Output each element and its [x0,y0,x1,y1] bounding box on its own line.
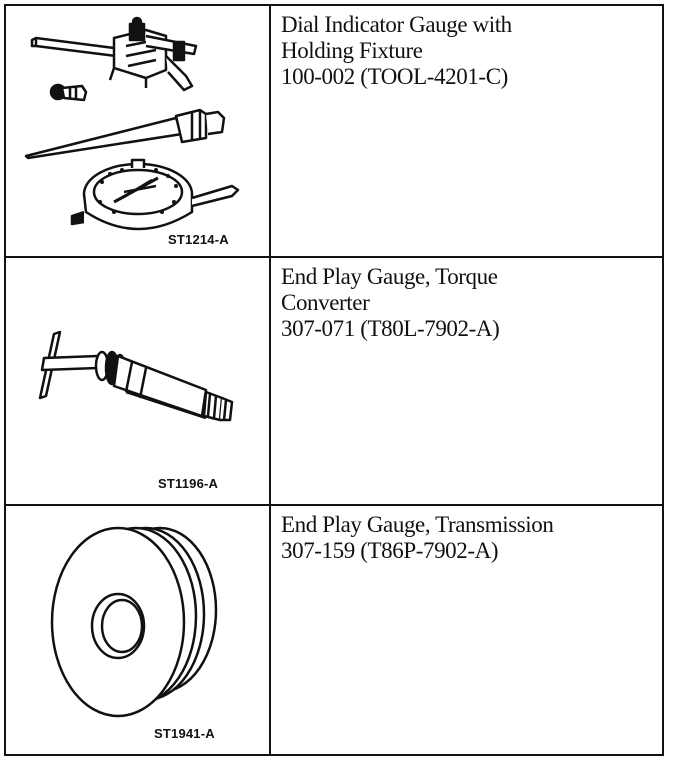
tool-name-line: Dial Indicator Gauge with [281,12,512,37]
tool-image: ST1941-A [6,506,269,754]
tool-code: ST1941-A [154,726,215,741]
tool-image-cell: ST1214-A [4,4,271,258]
tool-name-line: End Play Gauge, Transmission [281,512,554,537]
transmission-gauge-icon [50,526,218,718]
tool-row: ST1941-A End Play Gauge, Transmission 30… [4,504,664,756]
tool-name-line: Holding Fixture [281,38,423,63]
tool-number: 100-002 (TOOL-4201-C) [281,64,508,89]
tool-code: ST1196-A [158,476,219,491]
tool-description-cell: End Play Gauge, Torque Converter 307-071… [269,256,664,506]
tool-name-line: End Play Gauge, Torque [281,264,498,289]
tool-description-cell: End Play Gauge, Transmission 307-159 (T8… [269,504,664,756]
tool-row: ST1214-A Dial Indicator Gauge with Holdi… [4,4,664,258]
tool-image: ST1196-A [6,258,269,504]
dial-indicator-gauge-icon [24,16,240,231]
torque-converter-gauge-icon [38,330,234,422]
tool-name-line: Converter [281,290,370,315]
tool-number: 307-159 (T86P-7902-A) [281,538,499,563]
tool-number: 307-071 (T80L-7902-A) [281,316,500,341]
tool-image-cell: ST1941-A [4,504,271,756]
tool-code: ST1214-A [168,232,229,247]
tool-table: ST1214-A Dial Indicator Gauge with Holdi… [4,4,664,756]
tool-description-cell: Dial Indicator Gauge with Holding Fixtur… [269,4,664,258]
tool-row: ST1196-A End Play Gauge, Torque Converte… [4,256,664,506]
tool-image-cell: ST1196-A [4,256,271,506]
tool-image: ST1214-A [6,6,269,256]
